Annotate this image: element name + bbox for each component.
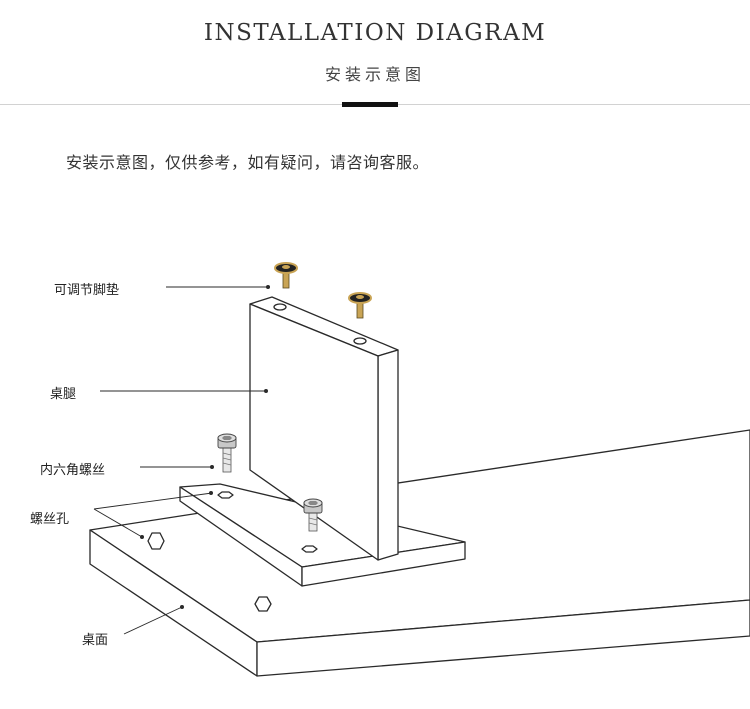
plate-screw-hole <box>301 545 318 553</box>
leg-front-face <box>249 303 379 561</box>
label-table-leg: 桌腿 <box>50 387 77 402</box>
hex-bolt <box>303 498 323 532</box>
tabletop-side-face <box>256 599 750 677</box>
leader-line-screw-hole <box>93 508 143 538</box>
leg-side-face <box>377 349 399 561</box>
leader-dot <box>180 605 184 609</box>
label-foot-pad: 可调节脚垫 <box>54 283 120 298</box>
label-screw-hole: 螺丝孔 <box>30 512 70 527</box>
leader-dot <box>210 465 214 469</box>
leg-screw-hole <box>353 337 367 345</box>
leader-dot <box>264 389 268 393</box>
leader-dot <box>140 535 144 539</box>
leader-line-screw-hole <box>93 492 213 510</box>
title-chinese: 安装示意图 <box>324 65 425 84</box>
label-hex-screw: 内六角螺丝 <box>40 463 106 478</box>
divider-accent <box>342 102 398 107</box>
foot-pad-screw <box>348 292 372 319</box>
label-tabletop: 桌面 <box>82 633 109 648</box>
tabletop-screw-hole <box>147 532 165 550</box>
foot-pad-screw <box>274 262 298 289</box>
leader-dot <box>209 491 213 495</box>
title-english: INSTALLATION DIAGRAM <box>203 20 547 46</box>
leader-dot <box>266 285 270 289</box>
plate-screw-hole <box>217 491 234 499</box>
plate-side-face <box>301 541 466 587</box>
leg-screw-hole <box>273 303 287 311</box>
disclaimer-note: 安装示意图，仅供参考，如有疑问，请咨询客服。 <box>66 153 430 172</box>
tabletop-screw-hole <box>254 596 272 612</box>
table-leg <box>249 296 399 561</box>
leader-line-tabletop <box>123 606 183 635</box>
hex-bolt <box>217 433 237 473</box>
